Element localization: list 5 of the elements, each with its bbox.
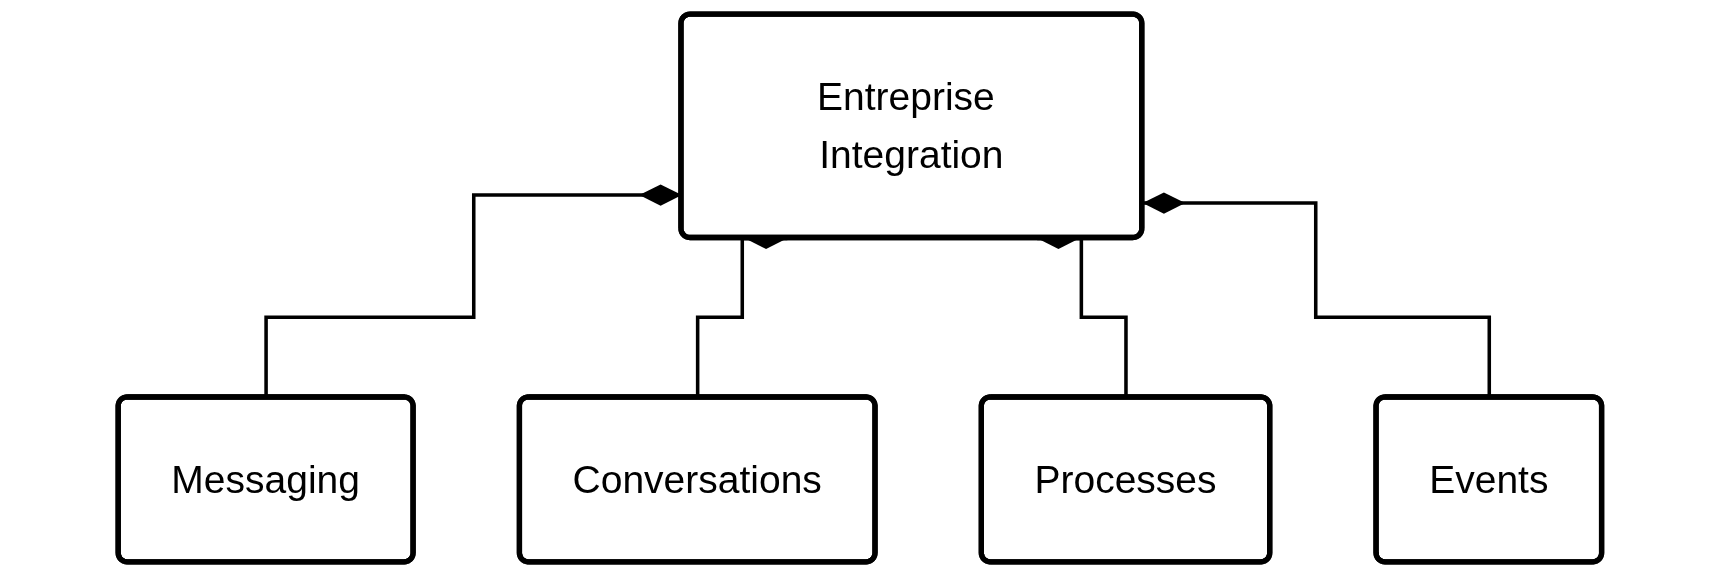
rounded-box: Messaging: [115, 394, 416, 565]
rounded-box: Conversations: [516, 394, 878, 565]
rounded-box: Events: [1373, 394, 1604, 565]
rounded-box: Entreprise Integration: [677, 11, 1144, 241]
rounded-box: Processes: [978, 394, 1272, 565]
